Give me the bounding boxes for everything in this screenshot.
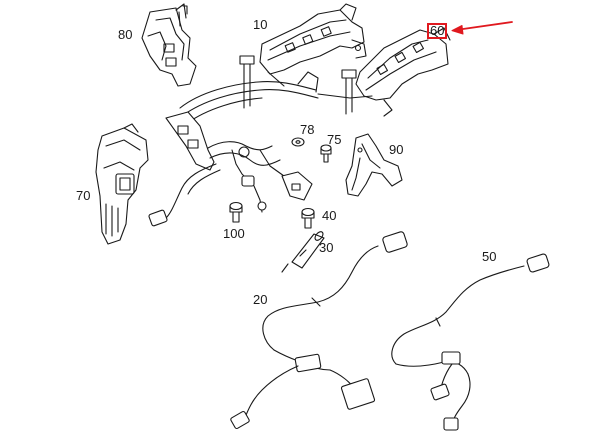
callout-60-highlighted: 60 [427,23,448,39]
callout-75: 75 [327,132,342,147]
callout-90: 90 [389,142,404,157]
part-70-bracket[interactable] [96,124,148,244]
part-80-bracket[interactable] [142,4,196,86]
callout-30: 30 [319,240,334,255]
part-100-bolt[interactable] [230,203,242,223]
part-30-sensor[interactable] [282,230,325,272]
part-10-bracket[interactable] [260,4,366,74]
part-90-clip[interactable] [346,134,402,196]
callout-40: 40 [322,208,337,223]
callout-10: 10 [253,17,268,32]
part-50-sensor-harness[interactable] [392,253,550,430]
callout-20: 20 [253,292,268,307]
part-78-washer[interactable] [292,138,304,146]
highlight-arrow [451,21,513,35]
callout-78: 78 [300,122,315,137]
part-40-bolt[interactable] [302,209,314,229]
callout-80: 80 [118,27,133,42]
callout-50: 50 [482,249,497,264]
part-20-sensor-harness[interactable] [230,231,408,429]
part-60-bracket[interactable] [356,28,450,116]
callout-100: 100 [223,226,245,241]
callout-70: 70 [76,188,91,203]
part-75-screw[interactable] [321,145,331,162]
main-wiring-harness[interactable] [148,56,372,226]
